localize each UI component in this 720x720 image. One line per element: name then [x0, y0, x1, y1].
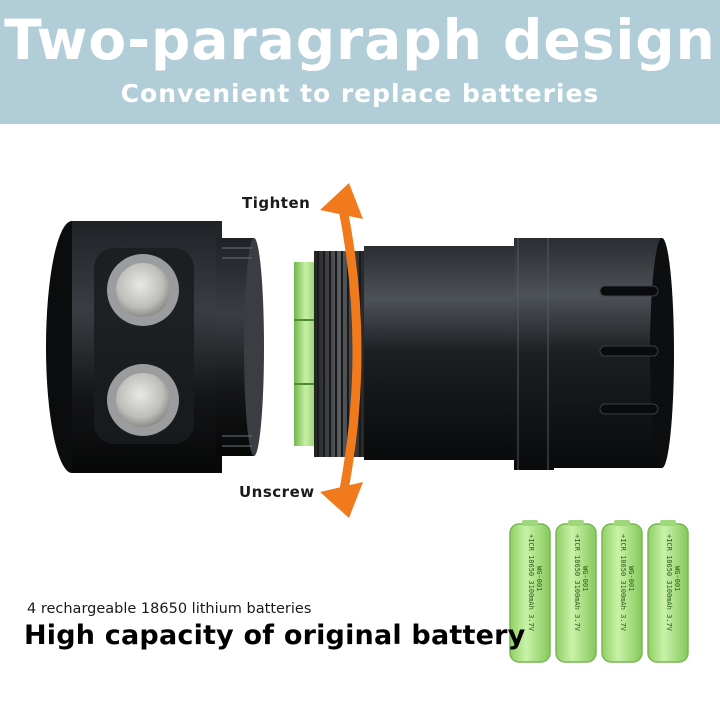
battery-1: [509, 520, 551, 663]
flashlight-head: [46, 221, 264, 473]
lower-led-lens: [107, 364, 179, 436]
battery-2: [555, 520, 597, 663]
battery-3-print: +ICR 18650 3100mAh 3.7V: [619, 534, 627, 632]
battery-3: [601, 520, 643, 663]
battery-4-print: +ICR 18650 3100mAh 3.7V: [665, 534, 673, 632]
capacity-headline: High capacity of original battery: [24, 620, 526, 651]
rotate-arrow: [320, 183, 363, 518]
battery-4: [647, 520, 689, 663]
header-banner: [0, 0, 720, 124]
battery-1-print: +ICR 18650 3100mAh 3.7V: [527, 534, 535, 632]
battery-4-model: WG-001: [673, 566, 681, 591]
upper-led-lens: [107, 254, 179, 326]
page-title: Two-paragraph design: [4, 8, 716, 72]
unscrew-label: Unscrew: [239, 483, 315, 501]
flashlight-illustration: [46, 183, 674, 518]
tighten-label: Tighten: [242, 194, 311, 212]
battery-tube: [294, 238, 674, 470]
battery-2-print: +ICR 18650 3100mAh 3.7V: [573, 534, 581, 632]
battery-2-model: WG-001: [581, 566, 589, 591]
battery-3-model: WG-001: [627, 566, 635, 591]
page-subtitle: Convenient to replace batteries: [120, 79, 600, 108]
battery-note: 4 rechargeable 18650 lithium batteries: [27, 601, 312, 617]
battery-1-model: WG-001: [535, 566, 543, 591]
battery-group: +ICR 18650 3100mAh 3.7V WG-001 +ICR 1865…: [509, 520, 689, 663]
